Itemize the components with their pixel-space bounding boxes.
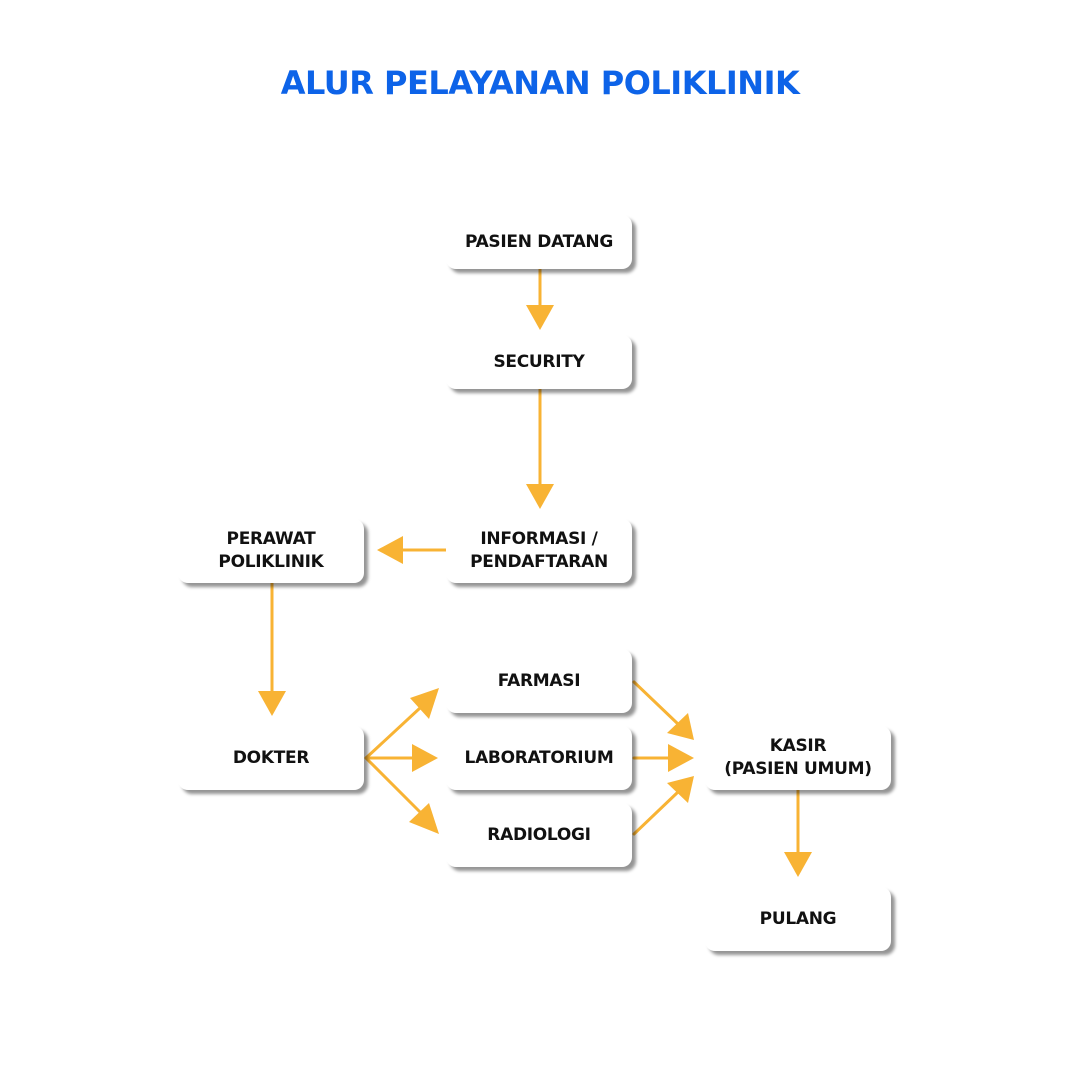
arrow-farmasi-kasir-head — [667, 713, 694, 740]
arrow-dokter-farmasi-shaft — [364, 706, 422, 760]
node-dokter: DOKTER — [178, 726, 364, 790]
node-pasien-datang-label: PASIEN DATANG — [464, 231, 614, 252]
node-laboratorium-label: LABORATORIUM — [464, 747, 614, 768]
arrow-perawat-dokter-head — [258, 691, 286, 716]
arrow-dokter-lab-shaft — [366, 756, 412, 760]
node-radiologi: RADIOLOGI — [446, 803, 632, 867]
arrow-dokter-radiologi-head — [409, 803, 439, 834]
arrow-farmasi-kasir-shaft — [632, 680, 680, 726]
node-informasi-pendaftaran-label: INFORMASI / PENDAFTARAN — [470, 529, 608, 572]
node-informasi-pendaftaran: INFORMASI / PENDAFTARAN — [446, 519, 632, 583]
node-pulang-label: PULANG — [759, 908, 837, 929]
arrow-dokter-lab-head — [412, 744, 438, 772]
node-farmasi: FARMASI — [446, 649, 632, 713]
node-security-label: SECURITY — [493, 351, 585, 372]
arrow-lab-kasir-head — [668, 744, 694, 772]
node-pasien-datang: PASIEN DATANG — [446, 215, 632, 269]
node-security: SECURITY — [446, 335, 632, 389]
arrow-pasien-security-shaft — [538, 269, 542, 305]
node-pulang: PULANG — [705, 887, 891, 951]
arrow-kasir-pulang-head — [784, 852, 812, 877]
arrow-security-informasi-head — [526, 484, 554, 509]
arrow-informasi-perawat-shaft — [403, 548, 446, 552]
node-farmasi-label: FARMASI — [497, 670, 581, 691]
arrow-pasien-security-head — [526, 305, 554, 330]
arrow-radiologi-kasir-shaft — [632, 790, 680, 836]
node-kasir: KASIR (PASIEN UMUM) — [705, 726, 891, 790]
node-perawat-poliklinik: PERAWAT POLIKLINIK — [178, 519, 364, 583]
node-perawat-poliklinik-label: PERAWAT POLIKLINIK — [218, 529, 324, 572]
arrow-security-informasi-shaft — [538, 389, 542, 484]
arrow-radiologi-kasir-head — [667, 776, 694, 803]
diagram-title: ALUR PELAYANAN POLIKLINIK — [280, 64, 800, 102]
arrow-dokter-radiologi-shaft — [364, 756, 422, 814]
arrow-perawat-dokter-shaft — [270, 583, 274, 691]
arrow-informasi-perawat-head — [377, 536, 403, 564]
node-dokter-label: DOKTER — [232, 747, 310, 768]
node-laboratorium: LABORATORIUM — [446, 726, 632, 790]
node-kasir-label: KASIR (PASIEN UMUM) — [724, 736, 872, 779]
arrow-dokter-farmasi-head — [410, 688, 439, 719]
node-radiologi-label: RADIOLOGI — [487, 824, 591, 845]
